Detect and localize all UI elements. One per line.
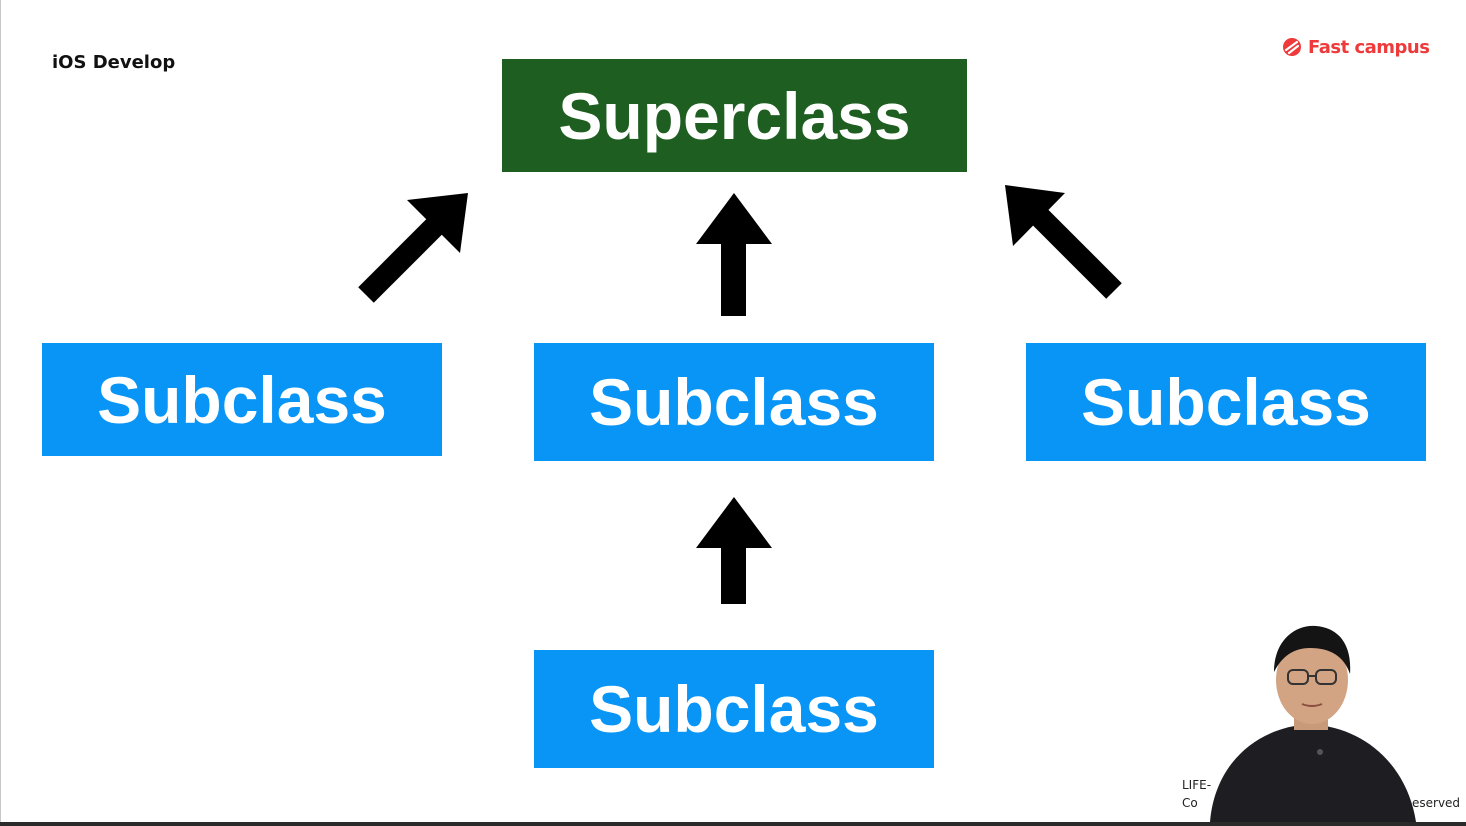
subclass-box-middle: Subclass <box>534 343 934 461</box>
arrow-right-to-superclass <box>1005 185 1122 299</box>
arrow-middle-to-superclass <box>696 193 772 316</box>
fastcampus-logo-icon <box>1283 38 1301 56</box>
course-title: iOS Develop <box>52 52 176 73</box>
brand-logo: Fast campus <box>1282 34 1430 60</box>
subclass-box-left: Subclass <box>42 343 442 456</box>
subclass-label-right: Subclass <box>1081 365 1371 439</box>
superclass-label: Superclass <box>558 78 911 153</box>
footer-copyright-line1: LIFE- <box>1182 778 1212 792</box>
arrow-bottom-to-middle <box>696 497 772 604</box>
brand-logo-text: Fast campus <box>1308 36 1430 58</box>
subclass-label-left: Subclass <box>97 362 387 437</box>
subclass-label-bottom: Subclass <box>589 672 879 746</box>
bottom-bar <box>0 822 1466 826</box>
subclass-box-right: Subclass <box>1026 343 1426 461</box>
left-edge-rule <box>0 0 1 826</box>
superclass-box: Superclass <box>502 59 967 172</box>
subclass-label-middle: Subclass <box>589 365 879 439</box>
arrow-left-to-superclass <box>358 193 468 303</box>
footer-copyright-line2: Co <box>1182 796 1198 810</box>
subclass-box-bottom: Subclass <box>534 650 934 768</box>
footer-copyright-line2-end: eserved <box>1412 796 1461 810</box>
presenter-video-overlay <box>1210 625 1416 822</box>
